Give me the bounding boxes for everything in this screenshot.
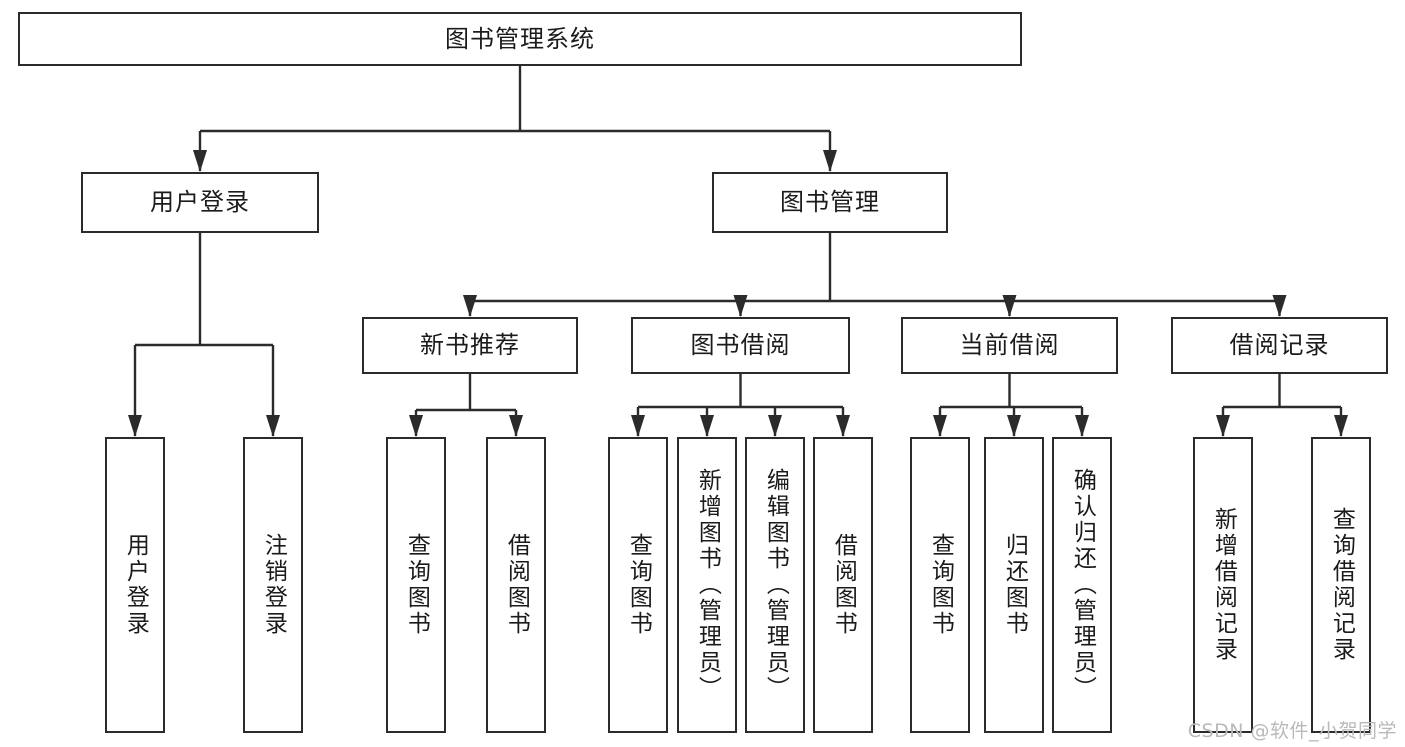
leaf-logout[interactable]: 注销登录 <box>243 437 303 733</box>
node-label: 查询图书 <box>625 533 652 637</box>
node-label: 图书管理 <box>780 188 880 217</box>
arrow-head-icon <box>1007 415 1021 437</box>
leaf-return-book[interactable]: 归还图书 <box>984 437 1044 733</box>
leaf-borrow-book-2[interactable]: 借阅图书 <box>813 437 873 733</box>
node-label: 用户登录 <box>150 188 250 217</box>
arrow-head-icon <box>1272 295 1287 317</box>
arrow-head-icon <box>700 415 714 437</box>
node-label: 新增借阅记录 <box>1210 507 1237 663</box>
arrow-head-icon <box>1334 415 1348 437</box>
node-label: 确认归还（管理员） <box>1069 468 1096 702</box>
node-current-borrow[interactable]: 当前借阅 <box>901 317 1118 374</box>
arrow-head-icon <box>836 415 850 437</box>
leaf-query-book-1[interactable]: 查询图书 <box>386 437 446 733</box>
node-label: 用户登录 <box>122 533 149 637</box>
arrow-head-icon <box>463 295 477 317</box>
arrow-head-icon <box>768 415 782 437</box>
arrow-head-icon <box>933 415 947 437</box>
node-label: 新增图书（管理员） <box>694 468 721 702</box>
leaf-query-book-2[interactable]: 查询图书 <box>608 437 668 733</box>
arrow-head-icon <box>266 415 280 437</box>
node-label: 新书推荐 <box>420 331 520 360</box>
node-label: 当前借阅 <box>959 331 1060 360</box>
arrow-head-icon <box>193 150 207 172</box>
node-label: 借阅记录 <box>1229 331 1330 360</box>
node-label: 图书借阅 <box>690 331 791 360</box>
node-label: 查询图书 <box>927 533 954 637</box>
node-new-book-recommend[interactable]: 新书推荐 <box>362 317 578 374</box>
node-label: 编辑图书（管理员） <box>762 468 789 702</box>
leaf-borrow-book-1[interactable]: 借阅图书 <box>486 437 546 733</box>
arrow-head-icon <box>1002 295 1017 317</box>
arrow-head-icon <box>128 415 142 437</box>
leaf-user-login[interactable]: 用户登录 <box>105 437 165 733</box>
arrow-head-icon <box>1216 415 1230 437</box>
node-root[interactable]: 图书管理系统 <box>18 12 1022 66</box>
node-book-manage[interactable]: 图书管理 <box>712 172 948 233</box>
leaf-add-record[interactable]: 新增借阅记录 <box>1193 437 1253 733</box>
leaf-confirm-return[interactable]: 确认归还（管理员） <box>1052 437 1112 733</box>
arrow-head-icon <box>823 150 837 172</box>
node-label: 借阅图书 <box>830 533 857 637</box>
arrow-head-icon <box>631 415 645 437</box>
arrow-head-icon <box>1075 415 1089 437</box>
node-book-borrow[interactable]: 图书借阅 <box>631 317 850 374</box>
leaf-add-book[interactable]: 新增图书（管理员） <box>677 437 737 733</box>
node-user-login[interactable]: 用户登录 <box>81 172 319 233</box>
arrow-head-icon <box>509 415 523 437</box>
watermark-text: CSDN @软件_小贺同学 <box>1187 720 1397 742</box>
arrow-head-icon <box>733 295 748 317</box>
leaf-query-book-3[interactable]: 查询图书 <box>910 437 970 733</box>
node-label: 借阅图书 <box>503 533 530 637</box>
arrow-head-icon <box>409 415 423 437</box>
leaf-query-record[interactable]: 查询借阅记录 <box>1311 437 1371 733</box>
leaf-edit-book[interactable]: 编辑图书（管理员） <box>745 437 805 733</box>
node-label: 查询借阅记录 <box>1328 507 1355 663</box>
node-label: 注销登录 <box>260 533 287 637</box>
node-label: 查询图书 <box>403 533 430 637</box>
node-label: 图书管理系统 <box>445 24 595 53</box>
node-label: 归还图书 <box>1001 533 1028 637</box>
node-borrow-record[interactable]: 借阅记录 <box>1171 317 1388 374</box>
